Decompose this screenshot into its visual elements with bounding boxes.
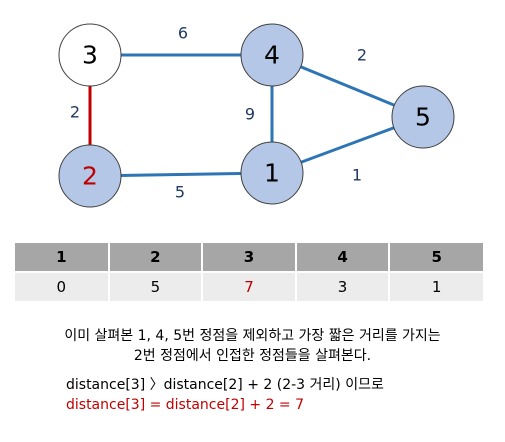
- description-line-2: 2번 정점에서 인접한 정점들을 살펴본다.: [133, 348, 372, 364]
- node-label: 2: [82, 162, 98, 191]
- edge-weight-label: 9: [245, 105, 255, 124]
- edge-labels-layer: 6 2 9 2 5 1: [70, 24, 367, 202]
- table-value-cell: 5: [108, 271, 204, 301]
- table-header-cell: 5: [389, 243, 483, 272]
- distance-table: 1 2 3 4 5 0 5 7 3 1: [15, 243, 483, 301]
- node-1: [240, 141, 304, 205]
- distance-table-value-row: 0 5 7 3 1: [15, 271, 483, 301]
- table-header-cell: 4: [295, 243, 391, 272]
- table-value-cell: 3: [295, 271, 391, 301]
- table-header-cell: 1: [15, 243, 110, 272]
- table-value-cell-highlighted: 7: [202, 271, 297, 301]
- edge-weight-label: 6: [178, 24, 188, 43]
- table-header-cell: 2: [108, 243, 204, 272]
- table-value-cell: 1: [389, 271, 483, 301]
- edge-weight-label: 5: [175, 183, 185, 202]
- graph-diagram: 6 2 9 2 5 1 3 4 5 2 1: [58, 23, 455, 208]
- edge-weight-label: 2: [357, 46, 367, 65]
- node-label: 3: [82, 41, 98, 70]
- node-2: [58, 144, 122, 208]
- edge-weight-label: 2: [70, 103, 80, 122]
- table-header-cell: 3: [202, 243, 297, 272]
- node-label: 4: [264, 41, 280, 70]
- edge-weight-label: 1: [352, 166, 362, 185]
- distance-table-header-row: 1 2 3 4 5: [15, 243, 483, 272]
- nodes-layer: 3 4 5 2 1: [58, 23, 455, 208]
- node-5: [391, 85, 455, 149]
- node-label: 1: [264, 159, 280, 188]
- description-line-1: 이미 살펴본 1, 4, 5번 정점을 제외하고 가장 짧은 거리를 가지는: [64, 328, 441, 344]
- node-3: [58, 23, 122, 87]
- table-value-cell: 0: [15, 271, 110, 301]
- formula-comparison: distance[3] 〉distance[2] + 2 (2-3 거리) 이므…: [66, 377, 384, 393]
- node-label: 5: [415, 103, 431, 132]
- formula-result: distance[3] = distance[2] + 2 = 7: [66, 397, 305, 413]
- node-4: [240, 23, 304, 87]
